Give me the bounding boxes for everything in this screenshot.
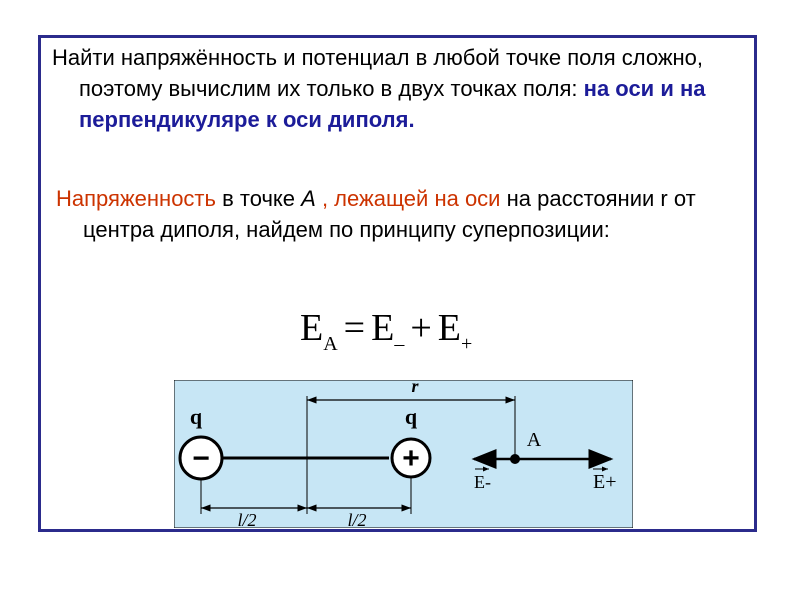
point-a: [510, 454, 520, 464]
formula-e-minus: E: [371, 307, 395, 349]
e-minus-label: E-: [474, 472, 491, 492]
formula-e-a: E: [300, 307, 324, 349]
formula-sub-a: A: [323, 333, 338, 355]
formula-sub-plus: +: [460, 333, 473, 355]
formula-sub-minus: –: [394, 333, 405, 355]
field-text-1: в точке: [215, 186, 302, 211]
intro-text: Найти напряжённость и потенциал в любой …: [52, 45, 704, 101]
formula-plus: +: [410, 307, 432, 349]
field-term: Напряженность: [56, 186, 216, 211]
r-label: r: [411, 380, 419, 396]
point-a-diagram-label: A: [527, 429, 542, 451]
negative-sign: −: [192, 442, 210, 475]
field-axis-text: , лежащей на оси: [315, 186, 501, 211]
field-paragraph: Напряженность в точке А , лежащей на оси…: [56, 183, 773, 245]
q-right-label: q: [405, 404, 418, 429]
l2-left-label: l/2: [237, 510, 256, 528]
positive-charge: [390, 437, 432, 479]
negative-charge: [178, 435, 224, 481]
field-text-2: на расстоянии r от центра диполя, найдем…: [83, 186, 696, 242]
dipole-diagram: r l/2 l/2 − q + q A E- E+: [174, 380, 633, 528]
formula-equals: =: [343, 307, 366, 349]
positive-sign: +: [402, 442, 420, 475]
intro-paragraph: Найти напряжённость и потенциал в любой …: [52, 42, 769, 135]
intro-bold-text: на оси и на перпендикуляре к оси диполя.: [79, 76, 706, 132]
q-left-label: q: [190, 404, 203, 429]
point-a-label: А: [301, 186, 316, 211]
l2-right-label: l/2: [347, 510, 366, 528]
formula-e-plus: E: [437, 307, 461, 349]
e-plus-label: E+: [593, 471, 617, 493]
superposition-formula: EA=E–+E+: [300, 306, 472, 355]
